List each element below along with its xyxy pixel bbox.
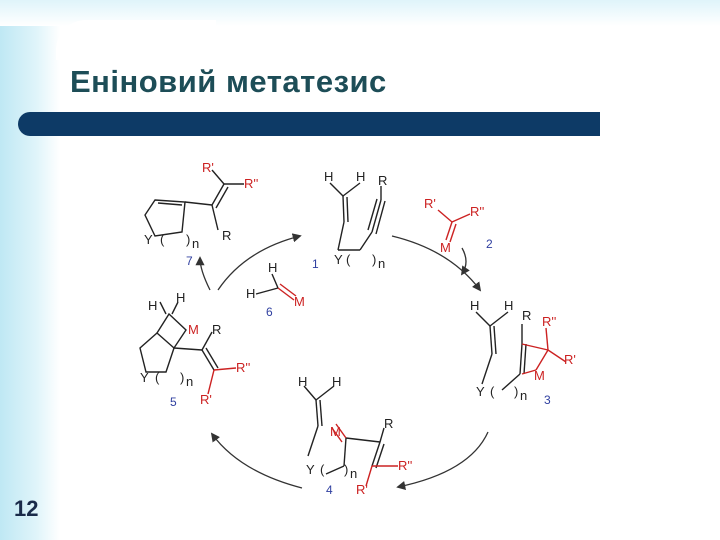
compound-1: H H R Y ( ) n 1 <box>312 169 387 271</box>
compound-6: H H M 6 <box>246 260 305 319</box>
label-h: H <box>268 260 277 275</box>
label-h: H <box>298 374 307 389</box>
slide-corner <box>56 20 216 60</box>
page-number: 12 <box>14 496 39 521</box>
label-r1: R' <box>564 352 576 367</box>
label-paren-open: ( <box>155 370 160 385</box>
label-y: Y <box>140 370 149 385</box>
label-y: Y <box>476 384 485 399</box>
label-paren-close: ) <box>344 462 348 477</box>
title-underline-bar <box>18 112 600 136</box>
label-paren-close: ) <box>514 384 518 399</box>
compound-number-7: 7 <box>186 254 193 268</box>
compound-number-6: 6 <box>266 305 273 319</box>
label-r: R <box>222 228 231 243</box>
label-r: R <box>522 308 531 323</box>
label-n: n <box>186 374 193 389</box>
label-n: n <box>192 236 199 251</box>
label-paren-open: ( <box>346 252 351 267</box>
compound-number-2: 2 <box>486 237 493 251</box>
label-r1: R' <box>356 482 368 497</box>
label-paren-close: ) <box>186 232 190 247</box>
compound-5: H H M R R'' R' Y ( ) n 5 <box>139 290 250 409</box>
label-m: M <box>294 294 305 309</box>
label-n: n <box>350 466 357 481</box>
label-h: H <box>148 298 157 313</box>
label-r1: R' <box>424 196 436 211</box>
label-r: R <box>212 322 221 337</box>
label-paren-open: ( <box>320 462 325 477</box>
label-h: H <box>176 290 185 305</box>
cycle-arrows <box>195 233 489 490</box>
label-m: M <box>188 322 199 337</box>
label-r: R <box>384 416 393 431</box>
label-r2: R'' <box>398 458 412 473</box>
label-n: n <box>378 256 385 271</box>
label-h: H <box>356 169 365 184</box>
compound-3: H H R R'' R' M Y ( ) n 3 <box>470 298 576 407</box>
label-h: H <box>324 169 333 184</box>
compound-number-3: 3 <box>544 393 551 407</box>
label-r2: R'' <box>244 176 258 191</box>
label-y: Y <box>306 462 315 477</box>
label-m: M <box>330 424 341 439</box>
compound-number-4: 4 <box>326 483 333 497</box>
label-h: H <box>504 298 513 313</box>
label-r2: R'' <box>236 360 250 375</box>
left-decorative-band <box>0 0 60 540</box>
compound-4: H H M R R'' R' Y ( ) n 4 <box>298 374 412 497</box>
arrow-3-to-4 <box>396 431 489 490</box>
label-m: M <box>534 368 545 383</box>
compound-7: R' R'' R Y ( ) n 7 <box>144 160 258 268</box>
arrow-7-to-top <box>217 233 302 291</box>
slide-title: Еніновий метатезис <box>70 64 387 99</box>
arrow-1-to-3 <box>391 235 482 292</box>
label-h: H <box>332 374 341 389</box>
label-r: R <box>378 173 387 188</box>
compound-number-5: 5 <box>170 395 177 409</box>
label-r1: R' <box>202 160 214 175</box>
compound-number-1: 1 <box>312 257 319 271</box>
label-paren-open: ( <box>160 232 165 247</box>
arrow-2-curve <box>460 247 470 276</box>
label-paren-open: ( <box>490 384 495 399</box>
label-n: n <box>520 388 527 403</box>
label-r1: R' <box>200 392 212 407</box>
label-paren-close: ) <box>372 252 376 267</box>
label-h: H <box>246 286 255 301</box>
compound-2: R' R'' M 2 <box>424 196 493 255</box>
label-r2: R'' <box>542 314 556 329</box>
arrow-4-to-5 <box>210 432 303 489</box>
label-paren-close: ) <box>180 370 184 385</box>
label-m: M <box>440 240 451 255</box>
arrow-6-curve <box>195 256 211 291</box>
label-r2: R'' <box>470 204 484 219</box>
label-y: Y <box>334 252 343 267</box>
label-h: H <box>470 298 479 313</box>
label-y: Y <box>144 232 153 247</box>
